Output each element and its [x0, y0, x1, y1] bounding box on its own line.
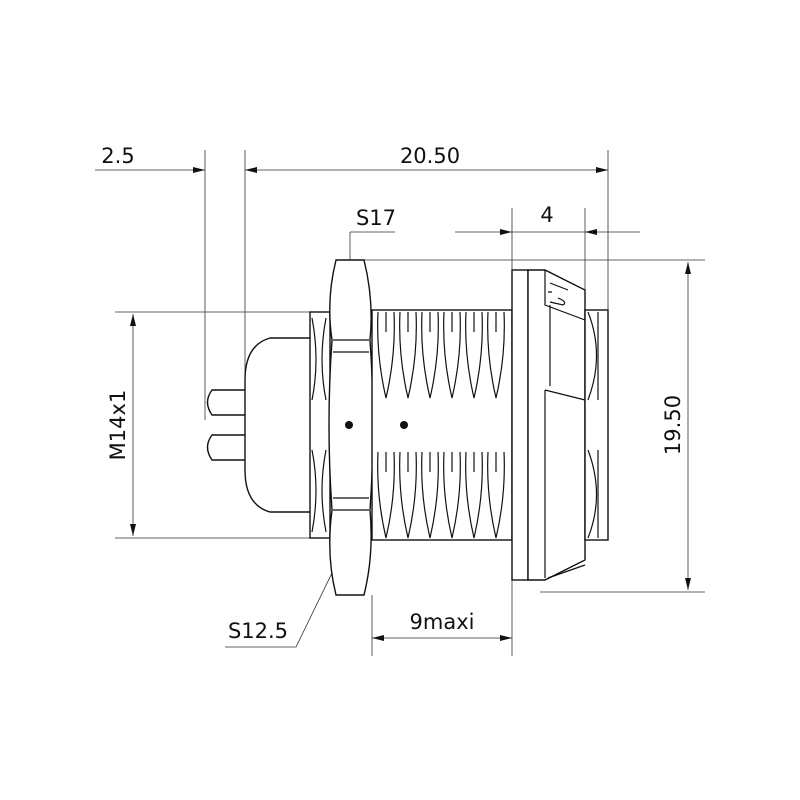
thread-crest	[465, 311, 483, 399]
thread-crest	[443, 311, 461, 399]
front-thread	[584, 309, 609, 541]
thread-crest	[487, 451, 505, 539]
thread-crest	[487, 311, 505, 399]
extension-lines	[115, 150, 705, 656]
main-thread	[371, 309, 513, 541]
front-flange	[511, 269, 586, 581]
dim-label-s17: S17	[356, 206, 396, 230]
dim-label-19-50: 19.50	[661, 395, 685, 455]
thread-crest	[443, 451, 461, 539]
dim-label-2-5: 2.5	[101, 144, 134, 168]
thread-crest	[465, 451, 483, 539]
thread-crest	[399, 451, 417, 539]
dim-label-9maxi: 9maxi	[410, 610, 475, 634]
dim-label-20-50: 20.50	[400, 144, 460, 168]
thread-crest	[421, 451, 439, 539]
thread-crest	[377, 311, 395, 399]
dim-label-m14x1: M14x1	[106, 390, 130, 461]
thread-crest	[377, 451, 395, 539]
center-dot	[400, 421, 408, 429]
rear-cap	[244, 337, 313, 513]
rear-thread	[309, 311, 331, 539]
center-dot	[345, 421, 353, 429]
dim-label-s12-5: S12.5	[228, 619, 288, 643]
thread-crest	[421, 311, 439, 399]
dim-label-4: 4	[540, 203, 553, 227]
thread-crest	[399, 311, 417, 399]
contact-pins	[206, 389, 245, 461]
